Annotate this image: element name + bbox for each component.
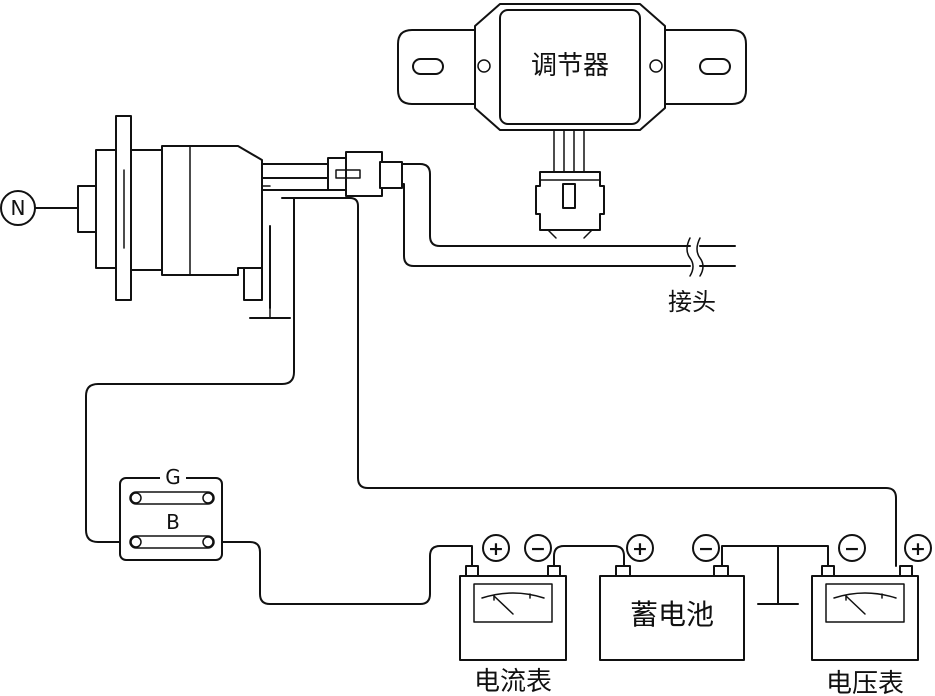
voltmeter-minus-terminal	[838, 534, 866, 562]
regulator-plug	[535, 171, 605, 239]
svg-text:+: +	[632, 538, 648, 560]
battery-label: 蓄电池	[630, 598, 714, 631]
battery-body	[599, 575, 745, 661]
ammeter-label: 电流表	[474, 667, 552, 696]
mount-hole-right	[699, 58, 731, 75]
switch-label-b: B	[166, 510, 180, 534]
voltmeter-plus-terminal	[904, 534, 932, 562]
battery: 蓄电池 + −	[599, 534, 745, 661]
battery-plus-terminal	[626, 534, 654, 562]
ammeter-plus-terminal	[482, 534, 510, 562]
svg-text:−: −	[530, 538, 546, 560]
alternator	[77, 115, 291, 319]
alternator-rear-housing	[161, 145, 263, 276]
svg-text:−: −	[698, 538, 714, 560]
mount-hole-left	[412, 58, 444, 75]
ammeter: 电流表 + −	[459, 534, 567, 696]
voltmeter-label: 电压表	[826, 669, 904, 696]
ammeter-body	[459, 575, 567, 661]
switch-bar-b[interactable]	[129, 535, 215, 549]
regulator: 调节器	[397, 3, 747, 239]
voltmeter-dial	[825, 583, 905, 623]
regulator-label: 调节器	[531, 51, 609, 81]
battery-minus-terminal	[692, 534, 720, 562]
rivet-right	[649, 59, 663, 73]
rotation-label: N	[11, 196, 26, 220]
regulator-housing	[474, 3, 666, 131]
rotation-indicator: N	[0, 190, 79, 226]
svg-text:+: +	[488, 538, 504, 560]
regulator-face	[499, 9, 641, 125]
switch-bar-g[interactable]	[129, 491, 215, 505]
svg-text:+: +	[910, 538, 926, 560]
switch-label-g: G	[165, 465, 181, 489]
connector-label: 接头	[668, 288, 716, 316]
wires	[85, 163, 897, 605]
alternator-front-housing	[130, 149, 163, 271]
ammeter-minus-terminal	[524, 534, 552, 562]
alternator-plug	[327, 151, 403, 197]
voltmeter-body	[811, 575, 919, 661]
alternator-pulley	[77, 185, 97, 233]
switch[interactable]: G B	[119, 464, 223, 561]
wire-break-mark	[686, 237, 704, 277]
svg-text:−: −	[844, 538, 860, 560]
rivet-left	[477, 59, 491, 73]
regulator-cable	[553, 129, 585, 173]
ammeter-dial	[473, 583, 553, 623]
voltmeter: 电压表 − +	[811, 534, 932, 696]
